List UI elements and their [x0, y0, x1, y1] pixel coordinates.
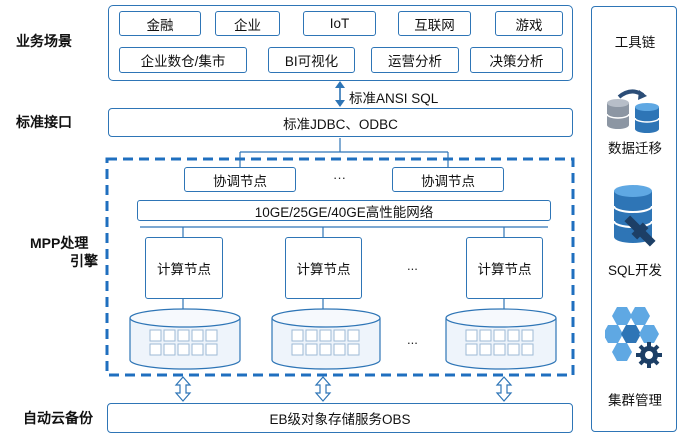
jdbc-odbc-box[interactable]: 标准JDBC、ODBC [108, 108, 573, 137]
row-label-business: 业务场景 [16, 33, 72, 49]
cluster-management-icon[interactable] [605, 305, 665, 371]
coordinator-ellipsis: ··· [333, 170, 346, 185]
compute-connectors [140, 226, 548, 237]
scenario-data-warehouse[interactable]: 企业数仓/集市 [119, 47, 247, 73]
row-label-mpp-line1: MPP处理 [30, 235, 89, 251]
high-performance-network: 10GE/25GE/40GE高性能网络 [137, 200, 551, 221]
compute-ellipsis: ... [407, 258, 418, 273]
scenario-bi-visualization[interactable]: BI可视化 [268, 47, 355, 73]
disk-storage-3 [445, 308, 557, 370]
sql-double-arrow [335, 81, 345, 107]
compute-node-2[interactable]: 计算节点 [285, 237, 362, 299]
data-migration-icon[interactable] [605, 87, 667, 135]
scenario-iot[interactable]: IoT [303, 11, 376, 36]
disk-storage-1 [129, 308, 241, 370]
obs-storage-box[interactable]: EB级对象存储服务OBS [107, 403, 573, 433]
sql-development-icon[interactable] [610, 183, 660, 255]
compute-node-3[interactable]: 计算节点 [466, 237, 543, 299]
storage-connectors [182, 299, 505, 311]
row-label-interface: 标准接口 [16, 114, 72, 130]
scenario-enterprise[interactable]: 企业 [215, 11, 280, 36]
scenario-operations-analysis[interactable]: 运营分析 [371, 47, 459, 73]
ansi-sql-label: 标准ANSI SQL [349, 91, 439, 106]
scenario-finance[interactable]: 金融 [119, 11, 201, 36]
row-label-backup: 自动云备份 [23, 410, 93, 426]
toolchain-title: 工具链 [614, 35, 656, 50]
row-label-mpp-line2: 引擎 [70, 253, 98, 269]
tool-label-sql-development: SQL开发 [607, 263, 662, 278]
scenario-gaming[interactable]: 游戏 [495, 11, 563, 36]
disk-storage-2 [271, 308, 381, 370]
coordinator-node-1[interactable]: 协调节点 [184, 167, 296, 192]
tool-label-data-migration: 数据迁移 [608, 141, 662, 156]
coordinator-connectors [239, 138, 449, 167]
coordinator-node-2[interactable]: 协调节点 [392, 167, 504, 192]
scenario-decision-analysis[interactable]: 决策分析 [470, 47, 563, 73]
storage-ellipsis: ... [407, 332, 418, 347]
scenario-internet[interactable]: 互联网 [398, 11, 471, 36]
toolchain-panel: 工具链 数据迁移 SQL开发 [591, 6, 677, 432]
compute-node-1[interactable]: 计算节点 [145, 237, 223, 299]
tool-label-cluster-management: 集群管理 [608, 393, 662, 408]
backup-arrows [174, 376, 513, 402]
